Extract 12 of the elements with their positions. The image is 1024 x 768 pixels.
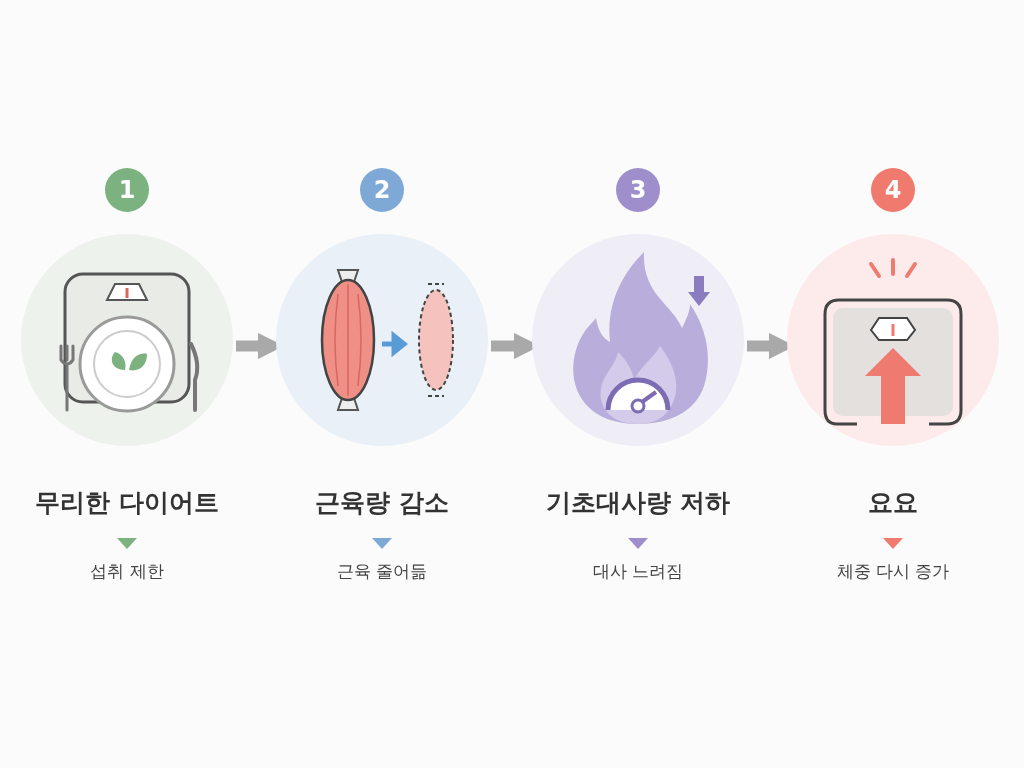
- step-number-badge: 3: [616, 168, 660, 212]
- step-title: 무리한 다이어트: [34, 487, 220, 519]
- step-number-badge: 2: [360, 168, 404, 212]
- step-title: 요요: [867, 487, 919, 519]
- step-number-badge: 4: [871, 168, 915, 212]
- step-number-badge: 1: [105, 168, 149, 212]
- step-caption: 섭취 제한: [89, 560, 165, 583]
- step-caption: 체중 다시 증가: [835, 560, 951, 583]
- step-caption: 대사 느려짐: [591, 560, 685, 583]
- step-caption: 근육 줄어듦: [335, 560, 429, 583]
- step-title: 기초대사량 저하: [545, 487, 731, 519]
- step-title: 근육량 감소: [314, 487, 450, 519]
